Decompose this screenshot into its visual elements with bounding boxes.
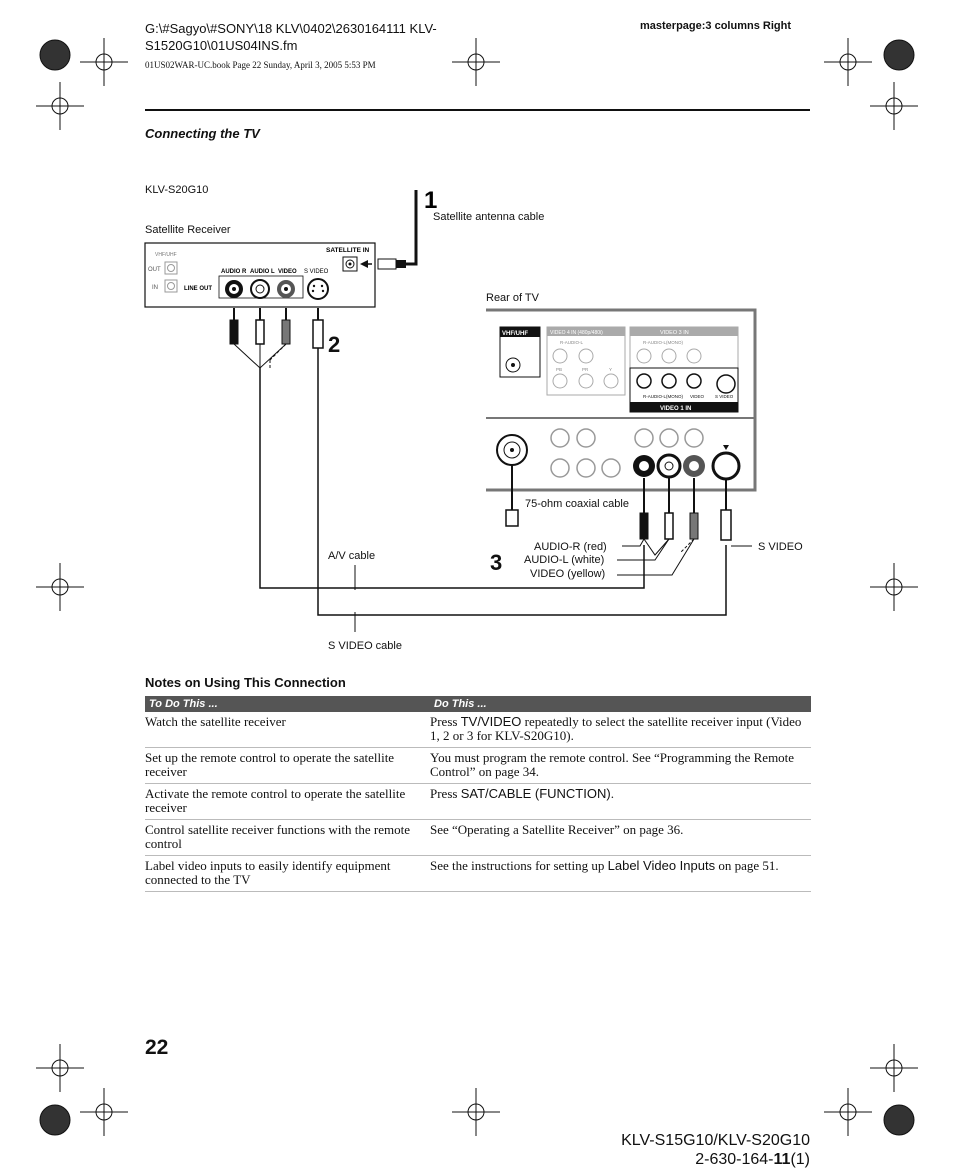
- notes-table: To Do This ... Do This ... Watch the sat…: [145, 696, 811, 892]
- video-port-label: VIDEO: [278, 269, 297, 275]
- book-line: 01US02WAR-UC.book Page 22 Sunday, April …: [145, 60, 376, 70]
- todo-cell: Label video inputs to easily identify eq…: [145, 855, 430, 892]
- page-number: 22: [145, 1036, 169, 1059]
- rear-of-tv-label: Rear of TV: [486, 292, 540, 304]
- s-video-label: S VIDEO: [758, 541, 803, 553]
- video4-label: VIDEO 4 IN (480p/480i): [550, 330, 603, 336]
- video3-label: VIDEO 3 IN: [660, 330, 689, 336]
- masterpage-label: masterpage:3 columns Right: [640, 20, 791, 32]
- video-yellow-label: VIDEO (yellow): [530, 568, 605, 580]
- model-line: KLV-S15G10/KLV-S20G10: [621, 1132, 810, 1149]
- tv-plugs: [505, 465, 752, 576]
- video1-video-label: VIDEO: [690, 394, 705, 399]
- audio-r-red-label: AUDIO-R (red): [534, 541, 607, 553]
- header-to-do: To Do This ...: [145, 696, 430, 712]
- receiver-label: Satellite Receiver: [145, 224, 231, 236]
- video1-audio-label: R-AUDIO-L(MONO): [643, 394, 683, 399]
- antenna-cable: 1: [360, 187, 437, 270]
- satellite-receiver: SATELLITE IN VHF/UHF OUT IN AUDIO R AUDI…: [144, 242, 376, 308]
- table-header-row: To Do This ... Do This ...: [145, 696, 811, 712]
- notes-title: Notes on Using This Connection: [145, 675, 346, 690]
- todo-cell: Watch the satellite receiver: [145, 712, 430, 748]
- table-row: Set up the remote control to operate the…: [145, 747, 811, 784]
- do-cell: See the instructions for setting up Labe…: [430, 855, 811, 892]
- model-code: 2-630-164-11(1): [695, 1151, 810, 1168]
- todo-cell: Control satellite receiver functions wit…: [145, 819, 430, 856]
- step-3: 3: [490, 550, 502, 575]
- table-row: Label video inputs to easily identify eq…: [145, 855, 811, 892]
- do-cell: You must program the remote control. See…: [430, 747, 811, 784]
- pb-label: PB: [556, 367, 562, 372]
- s-video-port-label: S VIDEO: [304, 269, 329, 275]
- step-2: 2: [328, 332, 340, 357]
- table-row: Control satellite receiver functions wit…: [145, 819, 811, 856]
- out-label: OUT: [148, 267, 161, 273]
- table-row: Watch the satellite receiver Press TV/VI…: [145, 712, 811, 748]
- header-do-this: Do This ...: [430, 696, 811, 712]
- video4-audio-label: R-AUDIO-L: [560, 340, 583, 345]
- do-cell: See “Operating a Satellite Receiver” on …: [430, 819, 811, 856]
- s-video-cable-label: S VIDEO cable: [328, 640, 402, 652]
- connection-diagram: KLV-S20G10 Satellite Receiver Satellite …: [144, 184, 803, 652]
- todo-cell: Activate the remote control to operate t…: [145, 783, 430, 820]
- antenna-label: Satellite antenna cable: [433, 211, 544, 223]
- line-out-label: LINE OUT: [184, 286, 212, 292]
- table-row: Activate the remote control to operate t…: [145, 783, 811, 820]
- satellite-in-label: SATELLITE IN: [326, 247, 370, 254]
- receiver-plugs: 2: [229, 308, 727, 632]
- model-label: KLV-S20G10: [145, 184, 208, 196]
- do-cell: Press SAT/CABLE (FUNCTION).: [430, 783, 811, 820]
- av-cable-label: A/V cable: [328, 550, 375, 562]
- in-label: IN: [152, 285, 158, 291]
- model-footer: KLV-S15G10/KLV-S20G10 2-630-164-11(1): [560, 1131, 810, 1169]
- receiver-vhf-uhf: VHF/UHF: [155, 252, 177, 258]
- tv-rear-panel: VHF/UHF VIDEO 4 IN (480p/480i) R-AUDIO-L…: [486, 308, 757, 492]
- file-path: G:\#Sagyo\#SONY\18 KLV\0402\2630164111 K…: [145, 21, 437, 53]
- do-cell: Press TV/VIDEO repeatedly to select the …: [430, 712, 811, 748]
- tv-vhf-uhf-label: VHF/UHF: [502, 331, 528, 337]
- y-label: Y: [609, 367, 612, 372]
- pr-label: PR: [582, 367, 589, 372]
- section-title: Connecting the TV: [145, 126, 260, 141]
- video1-svideo-label: S VIDEO: [715, 394, 734, 399]
- header-rule: [145, 109, 810, 111]
- coax-label: 75-ohm coaxial cable: [525, 498, 629, 510]
- audio-l-port-label: AUDIO L: [250, 269, 275, 275]
- step-1: 1: [424, 187, 437, 214]
- todo-cell: Set up the remote control to operate the…: [145, 747, 430, 784]
- audio-r-port-label: AUDIO R: [221, 269, 247, 275]
- audio-l-white-label: AUDIO-L (white): [524, 554, 604, 566]
- video1-label: VIDEO 1 IN: [660, 406, 691, 412]
- video3-audio-label: R-AUDIO-L(MONO): [643, 340, 683, 345]
